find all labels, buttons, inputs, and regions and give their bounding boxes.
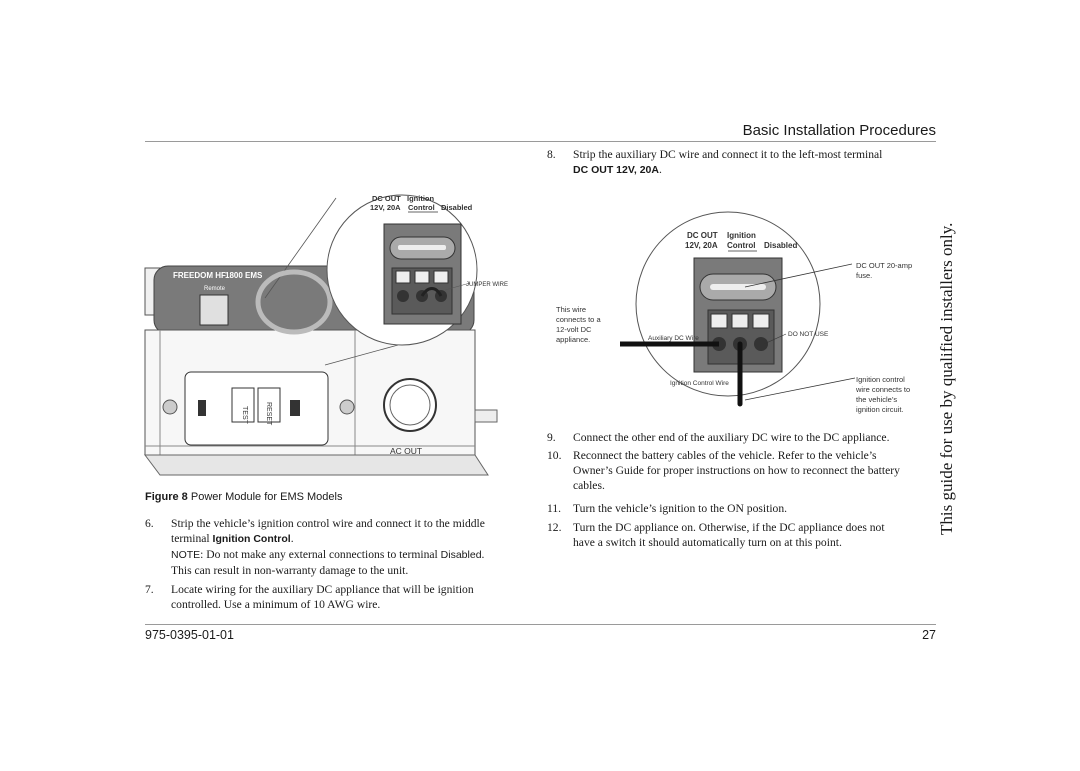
step-7-line-2: controlled. Use a minimum of 10 AWG wire… xyxy=(171,598,381,611)
note-line-1: NOTE: Do not make any external connectio… xyxy=(171,548,485,561)
zoom-ignition: Ignition xyxy=(407,194,434,203)
step-10-number: 10. xyxy=(547,449,562,462)
diagram-rating: 12V, 20A xyxy=(685,241,718,250)
step-9: 9. Connect the other end of the auxiliar… xyxy=(547,430,937,446)
step-7-number: 7. xyxy=(145,583,154,596)
terminal-dc-out: DC OUT 12V, 20A xyxy=(573,164,659,176)
terminal-disabled: Disabled xyxy=(440,549,482,561)
caption-text: Power Module for EMS Models xyxy=(190,491,343,503)
step-8-line-2: DC OUT 12V, 20A. xyxy=(573,163,662,176)
this-wire-2: connects to a xyxy=(556,315,601,324)
terminal-wiring-diagram: DC OUT Ignition 12V, 20A Control Disable… xyxy=(556,211,912,414)
zoom-rating: 12V, 20A xyxy=(370,203,401,212)
step-9-number: 9. xyxy=(547,431,556,444)
zoom-control: Control xyxy=(408,203,435,212)
note-line-2: This can result in non-warranty damage t… xyxy=(171,564,409,577)
figure-8-caption: Figure 8 Power Module for EMS Models xyxy=(145,491,342,503)
footer-rule xyxy=(145,624,936,625)
step-11-line-1: Turn the vehicle’s ignition to the ON po… xyxy=(573,502,788,515)
do-not-use-label: DO NOT USE xyxy=(788,331,829,338)
module-name: FREEDOM HF xyxy=(173,271,226,280)
diagram-ignition: Ignition xyxy=(727,231,756,240)
step-8: 8. Strip the auxiliary DC wire and conne… xyxy=(547,147,937,181)
this-wire-4: appliance. xyxy=(556,335,590,344)
figure-8-power-module: FREEDOM HF 1800 EMS Remote TEST RESET AC… xyxy=(144,194,508,476)
running-header: Basic Installation Procedures xyxy=(742,122,936,139)
qualified-installers-side-note: This guide for use by qualified installe… xyxy=(937,222,956,535)
step-12-line-1: Turn the DC appliance on. Otherwise, if … xyxy=(573,521,885,534)
ign-note-1: Ignition control xyxy=(856,375,905,384)
step-9-line-1: Connect the other end of the auxiliary D… xyxy=(573,431,890,444)
doc-number: 975-0395-01-01 xyxy=(145,628,234,642)
test-label: TEST xyxy=(241,406,248,425)
step-6: 6. Strip the vehicle’s ignition control … xyxy=(145,516,525,577)
step-6-line-2: terminal Ignition Control. xyxy=(171,532,294,545)
step-7: 7. Locate wiring for the auxiliary DC ap… xyxy=(145,582,525,614)
module-body xyxy=(144,265,498,476)
ign-note-2: wire connects to xyxy=(855,385,910,394)
caption-label: Figure 8 xyxy=(145,491,188,503)
page-number: 27 xyxy=(922,628,936,642)
ign-note-4: ignition circuit. xyxy=(856,405,904,414)
terminal-ignition-control: Ignition Control xyxy=(212,533,291,545)
step-11: 11. Turn the vehicle’s ignition to the O… xyxy=(547,501,937,517)
fuse-note-2: fuse. xyxy=(856,271,872,280)
step-8-number: 8. xyxy=(547,148,556,161)
this-wire-1: This wire xyxy=(556,305,586,314)
zoom-disabled: Disabled xyxy=(441,203,473,212)
step-11-number: 11. xyxy=(547,502,562,515)
header-rule xyxy=(145,141,936,142)
step-12-line-2: have a switch it should automatically tu… xyxy=(573,536,842,549)
step-10-line-1: Reconnect the battery cables of the vehi… xyxy=(573,449,877,462)
step-6-line-1: Strip the vehicle’s ignition control wir… xyxy=(171,517,485,530)
remote-label: Remote xyxy=(204,286,226,292)
step-6-number: 6. xyxy=(145,517,154,530)
reset-label: RESET xyxy=(265,402,272,426)
step-12-number: 12. xyxy=(547,521,562,534)
diagram-dc-out: DC OUT xyxy=(687,231,718,240)
fuse-note-1: DC OUT 20-amp xyxy=(856,261,912,270)
diagram-control: Control xyxy=(727,241,755,250)
diagram-disabled: Disabled xyxy=(764,241,797,250)
aux-wire-label: Auxiliary DC Wire xyxy=(648,335,699,342)
step-10: 10. Reconnect the battery cables of the … xyxy=(547,448,937,496)
step-7-line-1: Locate wiring for the auxiliary DC appli… xyxy=(171,583,474,596)
ign-note-3: the vehicle’s xyxy=(856,395,897,404)
step-10-line-2: Owner’s Guide for proper instructions on… xyxy=(573,464,900,477)
jumper-wire-label: JUMPER WIRE xyxy=(466,282,508,288)
ac-out-label: AC OUT xyxy=(390,446,422,456)
step-12: 12. Turn the DC appliance on. Otherwise,… xyxy=(547,520,937,552)
zoom-dc-out: DC OUT xyxy=(372,194,401,203)
module-model: 1800 EMS xyxy=(225,271,263,280)
note-label: NOTE xyxy=(171,549,201,561)
this-wire-3: 12-volt DC xyxy=(556,325,592,334)
step-10-line-3: cables. xyxy=(573,479,605,492)
ign-wire-label: Ignition Control Wire xyxy=(670,380,729,387)
step-8-line-1: Strip the auxiliary DC wire and connect … xyxy=(573,148,883,161)
